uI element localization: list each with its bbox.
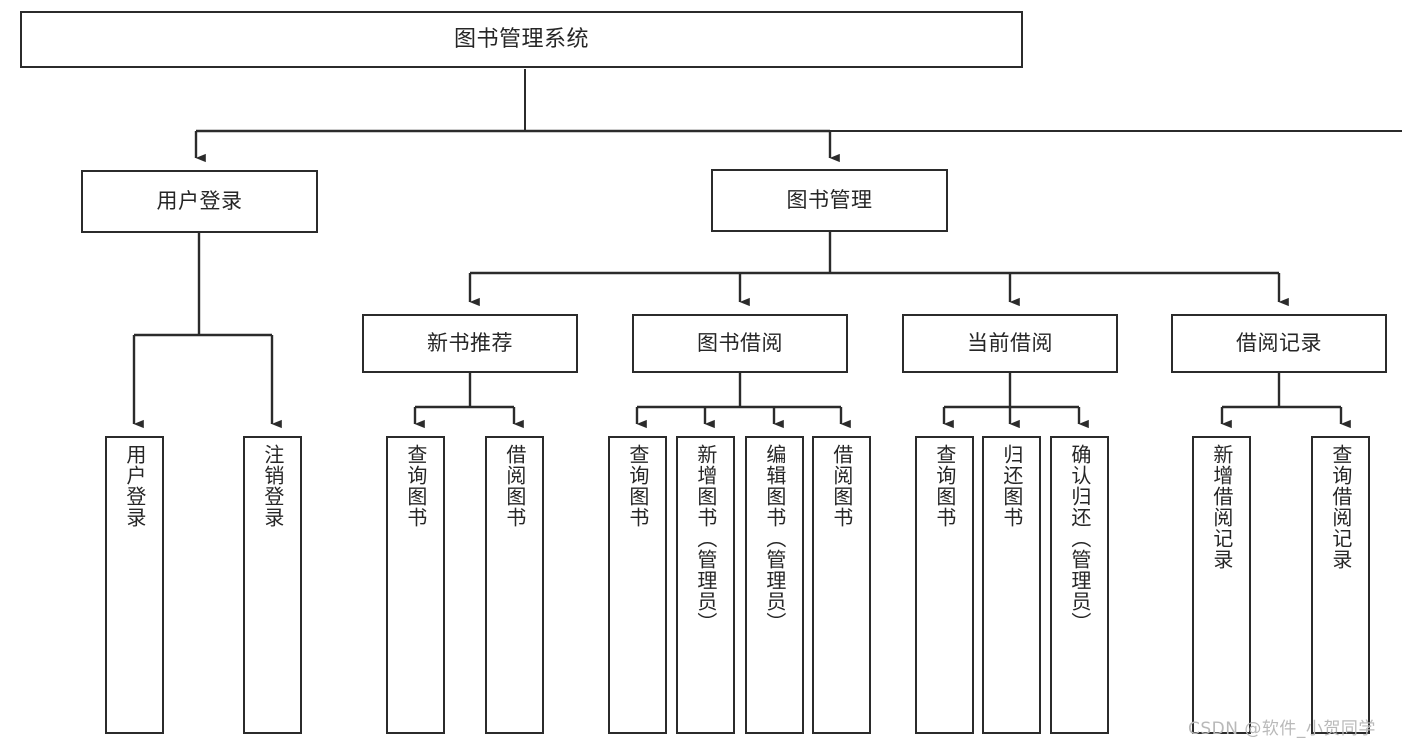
node-label: 新增图书（管理员）: [693, 444, 718, 633]
node-leaf-user-login[interactable]: 用户登录: [105, 436, 164, 734]
node-label: 借阅记录: [1236, 331, 1322, 356]
node-book-borrow[interactable]: 图书借阅: [632, 314, 848, 373]
node-label: 查询图书: [625, 444, 650, 528]
node-borrow-record[interactable]: 借阅记录: [1171, 314, 1387, 373]
node-label: 查询借阅记录: [1328, 444, 1353, 570]
node-label: 新增借阅记录: [1209, 444, 1234, 570]
node-label: 注销登录: [260, 444, 285, 528]
node-leaf-query-record[interactable]: 查询借阅记录: [1311, 436, 1370, 734]
node-leaf-logout[interactable]: 注销登录: [243, 436, 302, 734]
node-label: 确认归还（管理员）: [1067, 444, 1092, 633]
csdn-watermark: CSDN @软件_小贺同学: [1188, 719, 1376, 739]
node-label: 新书推荐: [427, 331, 513, 356]
node-root-system[interactable]: 图书管理系统: [20, 11, 1023, 68]
node-label: 图书管理系统: [453, 26, 589, 52]
node-leaf-query-book-1[interactable]: 查询图书: [386, 436, 445, 734]
node-label: 用户登录: [122, 444, 147, 528]
node-label: 借阅图书: [502, 444, 527, 528]
node-leaf-add-book[interactable]: 新增图书（管理员）: [676, 436, 735, 734]
node-leaf-query-book-2[interactable]: 查询图书: [608, 436, 667, 734]
node-label: 编辑图书（管理员）: [762, 444, 787, 633]
node-book-manage[interactable]: 图书管理: [711, 169, 948, 232]
node-leaf-edit-book[interactable]: 编辑图书（管理员）: [745, 436, 804, 734]
node-leaf-borrow-book-1[interactable]: 借阅图书: [485, 436, 544, 734]
node-leaf-query-book-3[interactable]: 查询图书: [915, 436, 974, 734]
node-label: 图书借阅: [697, 331, 783, 356]
node-leaf-add-record[interactable]: 新增借阅记录: [1192, 436, 1251, 734]
node-leaf-borrow-book-2[interactable]: 借阅图书: [812, 436, 871, 734]
node-label: 用户登录: [156, 189, 243, 214]
node-new-book-rec[interactable]: 新书推荐: [362, 314, 578, 373]
node-leaf-return-book[interactable]: 归还图书: [982, 436, 1041, 734]
node-label: 查询图书: [932, 444, 957, 528]
node-current-borrow[interactable]: 当前借阅: [902, 314, 1118, 373]
node-label: 借阅图书: [829, 444, 854, 528]
node-label: 归还图书: [999, 444, 1024, 528]
node-label: 图书管理: [786, 188, 873, 213]
node-leaf-confirm-return[interactable]: 确认归还（管理员）: [1050, 436, 1109, 734]
node-user-login[interactable]: 用户登录: [81, 170, 318, 233]
node-label: 当前借阅: [967, 331, 1053, 356]
node-label: 查询图书: [403, 444, 428, 528]
